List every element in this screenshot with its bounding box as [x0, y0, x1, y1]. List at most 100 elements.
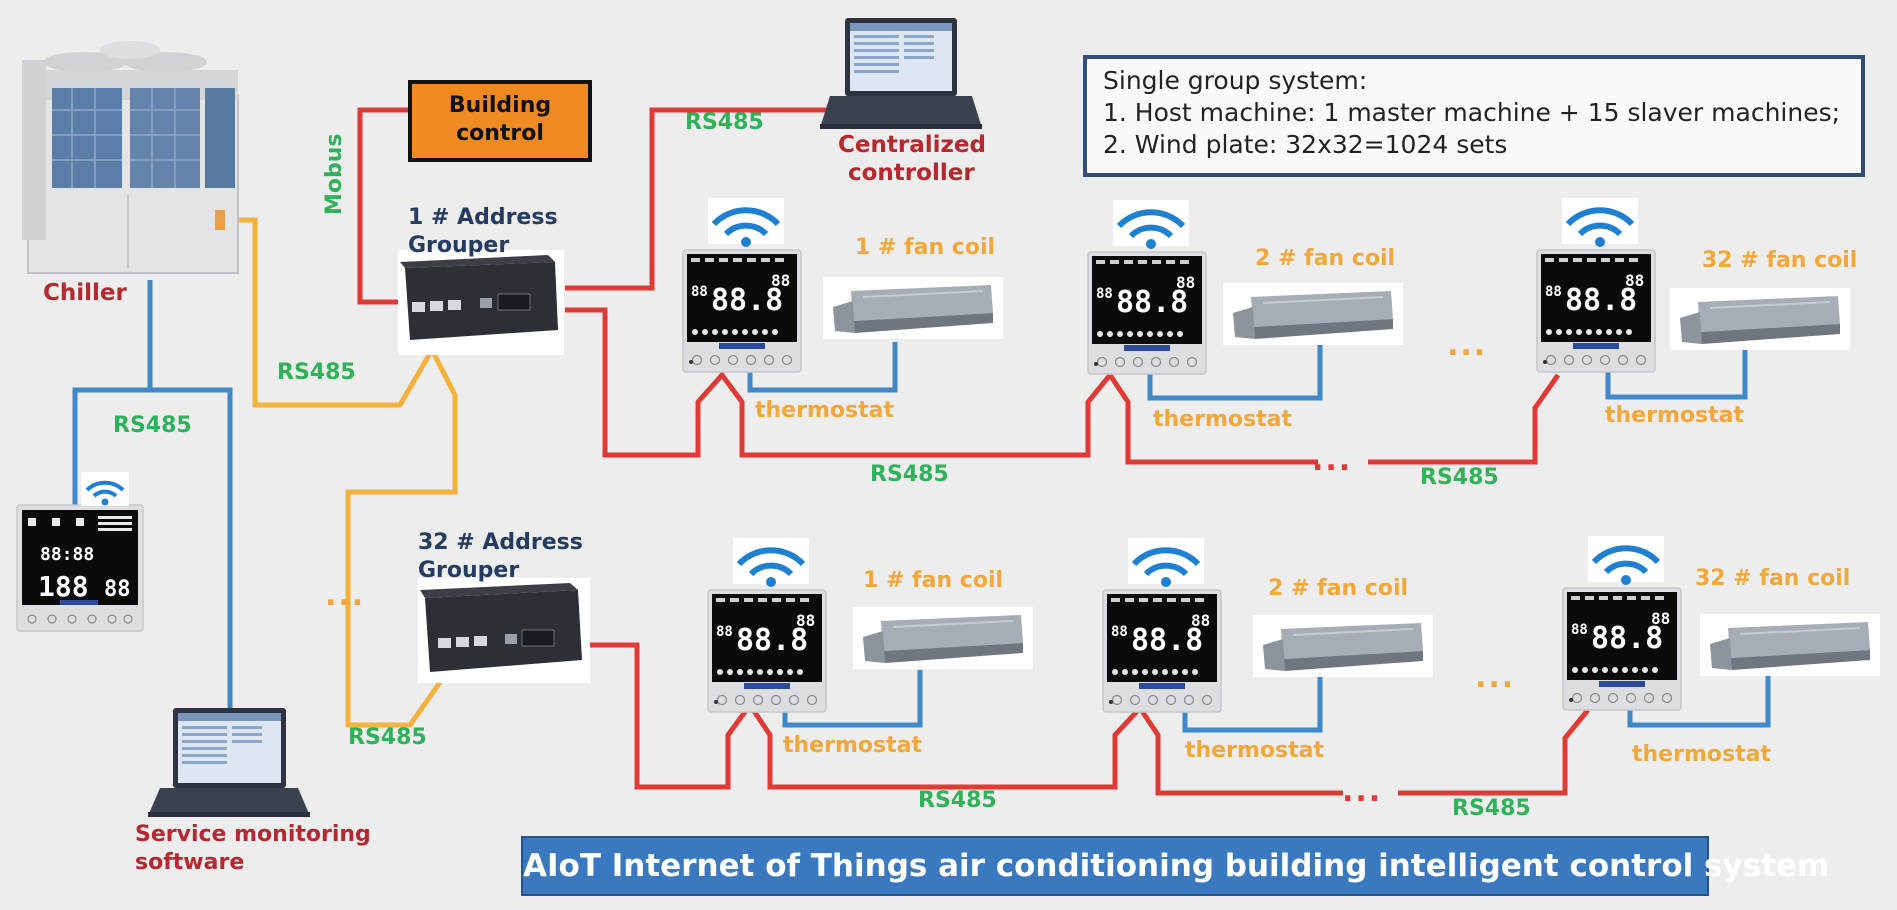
building-control-line-2: control	[456, 121, 544, 146]
info-line-1: Single group system:	[1103, 66, 1368, 95]
thermostat-label: thermostat	[1185, 738, 1324, 763]
laptop-bottom	[148, 708, 310, 817]
rs485-label-centralized: RS485	[685, 110, 764, 135]
building-control-box: Building control	[408, 80, 592, 162]
wire-r2-a	[590, 642, 1343, 796]
grouper1-label-1: 1 # Address	[408, 205, 558, 230]
info-line-3: 2. Wind plate: 32x32=1024 sets	[1103, 130, 1508, 159]
wire-chiller-to-grouper	[238, 217, 435, 408]
wifi-icon	[1113, 200, 1189, 249]
ellipsis-row2-wire: ...	[1342, 774, 1383, 809]
fan-coil-label: 1 # fan coil	[855, 235, 996, 260]
thermostat-group-5: 88.888 88	[1102, 538, 1433, 713]
svg-text:88: 88	[691, 284, 708, 300]
wire-r1-b	[1368, 373, 1561, 465]
fan-coil-unit	[1223, 283, 1403, 345]
svg-text:88: 88	[796, 611, 815, 630]
svg-text:88: 88	[1096, 286, 1113, 302]
fan-coil-unit	[1670, 288, 1850, 350]
wire-building-control	[357, 107, 410, 305]
rs485-label-row2-b: RS485	[1452, 796, 1531, 821]
wifi-icon	[1562, 198, 1638, 247]
svg-text:88: 88	[1571, 622, 1588, 638]
ellipsis-row1: ...	[1447, 328, 1488, 363]
fan-coil-unit	[1700, 614, 1880, 676]
centralized-label-1: Centralized	[838, 132, 986, 158]
grouper32-label-2: Grouper	[418, 558, 520, 583]
fan-coil-label: 2 # fan coil	[1255, 246, 1396, 271]
chiller-panel: 88:88 188 88	[16, 504, 144, 632]
wifi-icon-panel	[81, 472, 129, 506]
svg-text:88:88: 88:88	[40, 544, 94, 565]
fan-coil-unit	[853, 607, 1033, 669]
thermostat-label: thermostat	[1605, 403, 1744, 428]
wire-grouper-chain	[345, 348, 458, 728]
thermostat-panel: 88.888 88	[682, 249, 802, 373]
fan-coil-label: 32 # fan coil	[1702, 248, 1858, 273]
wifi-icon	[733, 538, 809, 587]
svg-text:88.8: 88.8	[1131, 623, 1203, 658]
thermostat-group-3: 88.888 88	[1536, 198, 1850, 373]
mobus-label: Mobus	[322, 133, 347, 215]
thermostat-panel: 88.888 88	[1102, 589, 1222, 713]
svg-text:88.8: 88.8	[711, 283, 783, 318]
svg-text:88: 88	[716, 624, 733, 640]
svg-text:88.8: 88.8	[1565, 283, 1637, 318]
rs485-label-chiller: RS485	[277, 360, 356, 385]
laptop-top	[820, 18, 982, 129]
info-line-2: 1. Host machine: 1 master machine + 15 s…	[1103, 98, 1841, 127]
svg-text:188: 188	[38, 570, 89, 603]
thermostat-panel: 88.888 88	[1536, 249, 1656, 373]
wire-thermo-r1c3	[1605, 345, 1748, 400]
svg-text:88: 88	[1625, 271, 1644, 290]
fan-coil-unit	[1253, 615, 1433, 677]
thermostat-panel: 88.888 88	[707, 589, 827, 713]
svg-text:88: 88	[1545, 284, 1562, 300]
grouper1-label-2: Grouper	[408, 233, 510, 258]
thermostat-label: thermostat	[783, 733, 922, 758]
svg-text:88: 88	[1191, 611, 1210, 630]
orange-wires	[238, 217, 458, 728]
svg-text:88.8: 88.8	[736, 623, 808, 658]
wifi-icon	[1588, 536, 1664, 585]
wifi-icon	[708, 198, 784, 247]
service-label-2: software	[135, 850, 245, 875]
ellipsis-grouper: ...	[325, 578, 366, 613]
rs485-label-panel: RS485	[113, 413, 192, 438]
svg-text:88: 88	[771, 271, 790, 290]
chiller-label: Chiller	[43, 280, 127, 306]
thermostat-group-6: 88.888 88	[1562, 536, 1880, 711]
svg-text:88.8: 88.8	[1591, 621, 1663, 656]
service-label-1: Service monitoring	[135, 822, 371, 847]
thermostat-group-1: 88.888 88	[682, 198, 1003, 373]
rs485-label-row1-a: RS485	[870, 462, 949, 487]
svg-text:88: 88	[104, 577, 131, 602]
red-wires	[357, 107, 1590, 796]
title-banner: AIoT Internet of Things air conditioning…	[521, 836, 1829, 896]
thermostat-label: thermostat	[1153, 407, 1292, 432]
wire-chiller-to-panel	[72, 280, 153, 505]
wire-r1-a	[565, 307, 1318, 465]
grouper32-label-1: 32 # Address	[418, 530, 583, 555]
fan-coil-label: 2 # fan coil	[1268, 576, 1409, 601]
thermostat-label: thermostat	[1632, 742, 1771, 767]
address-grouper-1	[398, 250, 564, 355]
svg-text:88: 88	[1651, 609, 1670, 628]
fan-coil-label: 1 # fan coil	[863, 568, 1004, 593]
svg-text:88.8: 88.8	[1116, 285, 1188, 320]
building-control-line-1: Building	[448, 93, 552, 118]
thermostat-panel: 88.888 88	[1562, 587, 1682, 711]
centralized-label-2: controller	[848, 160, 975, 186]
wire-r2-b	[1398, 708, 1590, 796]
fan-coil-label: 32 # fan coil	[1695, 566, 1851, 591]
rs485-label-row2-a: RS485	[918, 788, 997, 813]
address-grouper-32	[418, 578, 590, 683]
thermostat-group-4: 88.888 88	[707, 538, 1033, 713]
svg-text:88: 88	[1111, 624, 1128, 640]
wire-thermo-r1c2	[1147, 345, 1323, 401]
info-box: Single group system: 1. Host machine: 1 …	[1083, 55, 1865, 177]
